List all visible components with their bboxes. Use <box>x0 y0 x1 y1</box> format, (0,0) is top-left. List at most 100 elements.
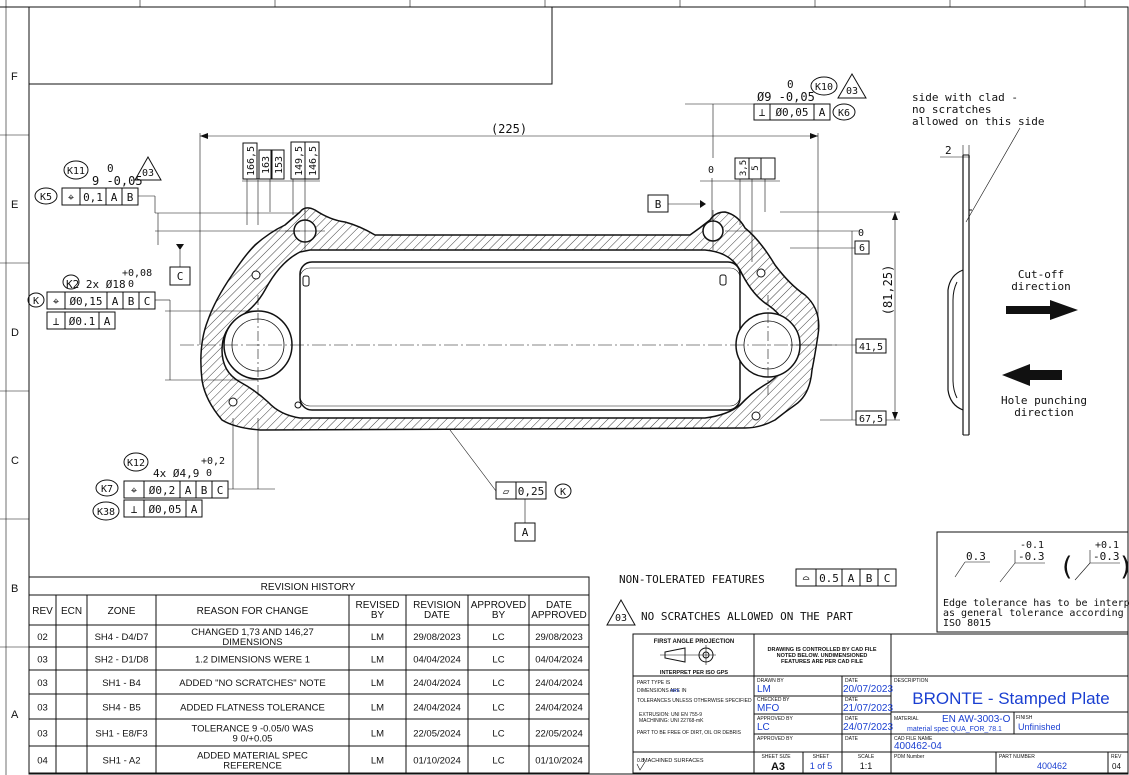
revision-cell: SH1 - A2 <box>102 756 140 767</box>
non-tolerated-frame <box>795 568 897 587</box>
datum-b-label: B <box>655 198 662 211</box>
revision-cell: 02 <box>37 632 48 643</box>
edge-note-3: ISO 8015 <box>943 618 991 629</box>
revision-cell: CHANGED 1,73 AND 146,27 <box>191 627 314 638</box>
k38-val: Ø0,05 <box>148 503 181 516</box>
revision-header-3: REASON FOR CHANGE <box>197 606 309 617</box>
no-scratch-note: NO SCRATCHES ALLOWED ON THE PART <box>641 610 853 623</box>
revision-cell: 24/04/2024 <box>413 678 461 689</box>
dim-67-5-box <box>855 410 887 426</box>
k7-frame <box>123 480 229 499</box>
dim-5: 5 <box>751 165 761 170</box>
dim-146-5: 146,5 <box>308 146 319 176</box>
dim-166-5: 166,5 <box>246 146 257 176</box>
revision-cell: 24/04/2024 <box>535 703 583 714</box>
perp-top-sym: ⊥ <box>759 106 766 119</box>
k7-bubble <box>95 479 119 497</box>
flatness-k-bubble <box>554 483 572 499</box>
revision-cell: LM <box>371 632 384 643</box>
k6-label: K6 <box>838 108 850 119</box>
revision-cell: LC <box>492 632 504 643</box>
finish-label: FINISH <box>1016 715 1033 721</box>
datum-c-label: C <box>177 270 184 283</box>
part-type-label: PART TYPE IS <box>637 680 671 686</box>
clad-note-1: side with clad - <box>912 91 1018 104</box>
tol-unless: TOLERANCES UNLESS OTHERWISE SPECIFIED <box>637 698 752 704</box>
edge-note-1: Edge tolerance has to be interpreted <box>943 598 1129 609</box>
dims-unit: mm <box>671 688 679 694</box>
k-perp-val: Ø0.1 <box>69 315 96 328</box>
dim-67-5: 67,5 <box>859 414 883 425</box>
dim-overall-height: (81,25) <box>881 265 895 316</box>
revision-cell: LC <box>492 756 504 767</box>
revision-cell: TOLERANCE 9 -0.05/0 WAS <box>192 724 314 735</box>
revision-header-4: BY <box>371 610 385 621</box>
revision-cell: LM <box>371 678 384 689</box>
revision-cell: LM <box>371 729 384 740</box>
sheet-border <box>28 6 1129 775</box>
drawn-by: LM <box>757 684 771 695</box>
dims-in-label: DIMENSIONS ARE IN <box>637 688 687 694</box>
revision-cell: 22/05/2024 <box>535 729 583 740</box>
k2-tol-plus: +0,08 <box>122 268 152 279</box>
zone-label-c: C <box>11 455 19 467</box>
notes-box <box>28 6 553 85</box>
flatness-k-label: K <box>560 487 566 498</box>
revision-cell: 03 <box>37 729 48 740</box>
k12-label: K12 <box>127 458 145 469</box>
k7-datum-a: A <box>185 484 192 497</box>
cad-file-label: CAD FILE NAME <box>894 736 933 742</box>
tag-03-note-label: 03 <box>615 613 627 624</box>
k2-tol-zero: 0 <box>128 279 134 290</box>
revision-cell: LC <box>492 678 504 689</box>
date1: 20/07/2023 <box>843 684 893 695</box>
dim-41-5: 41,5 <box>859 342 883 353</box>
dim-6: 6 <box>859 243 865 254</box>
punch-arrow-icon <box>1002 364 1062 386</box>
revision-cell: 04/04/2024 <box>413 655 461 666</box>
k7-datum-c: C <box>217 484 224 497</box>
part-number: 400462 <box>1037 761 1067 771</box>
edge-paren-close: ) <box>1118 552 1129 582</box>
k-perp-sym: ⊥ <box>53 315 60 328</box>
revision-cell: SH4 - D4/D7 <box>95 632 149 643</box>
revision-cell: 01/10/2024 <box>535 756 583 767</box>
flatness-val: 0,25 <box>518 485 545 498</box>
tag-03-left-label: 03 <box>142 168 154 179</box>
surface-finish-icon <box>636 761 646 771</box>
sheet-label: SHEET <box>813 754 830 760</box>
k-pos-datum-b: B <box>128 295 135 308</box>
leader-clad <box>965 127 1021 223</box>
revision-header-7: DATE <box>546 600 572 611</box>
tag-03-top-label: 03 <box>846 86 858 97</box>
material: EN AW-3003-O <box>942 714 1011 725</box>
date4-label: DATE <box>845 736 859 742</box>
edge-val-3: -0.3 <box>1018 550 1045 563</box>
k-pos-datum-c: C <box>144 295 151 308</box>
revision-cell: ADDED MATERIAL SPEC <box>197 751 308 762</box>
finish: Unfinished <box>1018 722 1061 732</box>
k7-sym: ⌖ <box>131 484 137 497</box>
revision-cell: 03 <box>37 703 48 714</box>
hole-tol-top: 0 <box>787 78 794 91</box>
k11-label: K11 <box>67 166 85 177</box>
revision-cell: LM <box>371 655 384 666</box>
revision-cell: ADDED "NO SCRATCHES" NOTE <box>179 678 325 689</box>
edge-symbols <box>954 550 1120 583</box>
cad-note-3: FEATURES ARE PER CAD FILE <box>781 659 863 665</box>
date3: 24/07/2023 <box>843 722 893 733</box>
k5-bubble <box>34 187 58 205</box>
flatness-sym: ▱ <box>503 485 510 498</box>
edge-val-5: -0.3 <box>1093 550 1120 563</box>
zone-label-d: D <box>11 327 19 339</box>
drawn-by-label: DRAWN BY <box>757 678 784 684</box>
k12-tol-plus: +0,2 <box>201 456 225 467</box>
plate-front-view <box>180 207 840 431</box>
k5-datum-b: B <box>127 191 134 204</box>
scale: 1:1 <box>860 761 873 771</box>
non-tol-datum-a: A <box>848 572 855 585</box>
revision-cell: 29/08/2023 <box>413 632 461 643</box>
dim-149-5: 149,5 <box>294 146 305 176</box>
